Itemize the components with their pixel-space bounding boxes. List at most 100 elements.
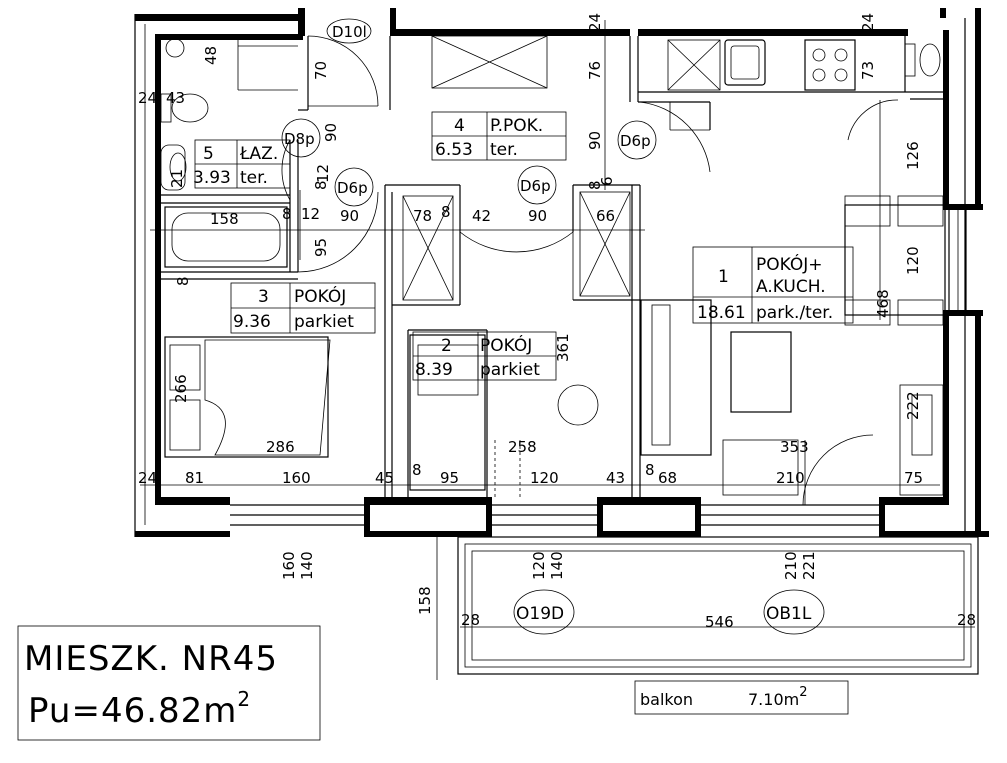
- dim-120-b: 120: [530, 469, 559, 487]
- room-3-name: POKÓJ: [294, 285, 346, 307]
- dim-90-b: 90: [586, 131, 604, 150]
- dim-8-f: 8: [412, 461, 422, 479]
- dim-78: 78: [413, 207, 432, 225]
- room-label-boxes: [17, 111, 854, 741]
- dim-42: 42: [472, 207, 491, 225]
- dim-28-a: 28: [461, 611, 480, 629]
- door-marker-d6p-2: [517, 165, 557, 205]
- door-label-d6p-3: D6p: [620, 132, 651, 150]
- dim-8-c: 8: [282, 205, 292, 223]
- balcony: [457, 536, 979, 675]
- room-1-name: POKÓJ+: [756, 253, 823, 275]
- dim-160-b: 160: [280, 551, 298, 580]
- dim-66: 66: [596, 207, 615, 225]
- partitions: [134, 14, 967, 537]
- dim-120-c: 120: [530, 551, 548, 580]
- dim-361: 361: [554, 333, 572, 362]
- balcony-area-value: 7.10m: [748, 690, 799, 709]
- dim-222: 222: [904, 391, 922, 420]
- door-label-d6p-1: D6p: [337, 179, 368, 197]
- dim-210-a: 210: [776, 469, 805, 487]
- dim-286: 286: [266, 438, 295, 456]
- dim-90-d: 90: [528, 207, 547, 225]
- balcony-area: 7.10m2: [748, 685, 808, 709]
- dim-81: 81: [185, 469, 204, 487]
- dim-12-a: 12: [314, 164, 332, 183]
- door-swings: [281, 35, 899, 506]
- title-block: MIESZK. NR45 Pu=46.82m2 balkon 7.10m2: [24, 639, 808, 731]
- apartment-area-value: Pu=46.82m: [28, 691, 237, 731]
- room-2-name: POKÓJ: [480, 334, 532, 356]
- room-1-number: 1: [718, 267, 729, 287]
- dim-95-a: 95: [312, 238, 330, 257]
- door-marker-d6p-1: [334, 167, 374, 207]
- room-2-area: 8.39: [415, 360, 453, 380]
- room-texts: 4 P.POK. 6.53 ter. 5 ŁAZ. 3.93 ter. 3 PO…: [193, 116, 833, 380]
- dim-546: 546: [705, 613, 734, 631]
- room-5-number: 5: [203, 144, 214, 164]
- dim-258: 258: [508, 438, 537, 456]
- dim-21: 21: [168, 169, 186, 188]
- room-2-floor: parkiet: [480, 360, 540, 380]
- room-5-name: ŁAZ.: [239, 144, 278, 164]
- dim-43-b: 43: [606, 469, 625, 487]
- door-label-d10l: D10l: [332, 23, 367, 41]
- dim-120-a: 120: [904, 246, 922, 275]
- room-4-name: P.POK.: [490, 116, 543, 136]
- balcony-label: balkon: [640, 690, 693, 709]
- dim-6: 6: [598, 176, 616, 186]
- room-4-floor: ter.: [490, 140, 518, 160]
- room-2-number: 2: [441, 336, 452, 356]
- dim-8-e: 8: [174, 276, 192, 286]
- dim-158-a: 158: [210, 210, 239, 228]
- dim-24-top-mid: 24: [586, 13, 604, 32]
- dim-90-a: 90: [322, 123, 340, 142]
- door-markers: [281, 18, 825, 635]
- apartment-area-sup: 2: [237, 687, 251, 711]
- door-labels: D10l D8p D6p D6p D6p O19D OB1L: [284, 23, 812, 624]
- dim-160-a: 160: [282, 469, 311, 487]
- door-marker-d6p-3: [617, 120, 657, 160]
- window-label-ob1l: OB1L: [766, 604, 812, 624]
- room-4-number: 4: [454, 116, 465, 136]
- window-label-o19d: O19D: [516, 604, 564, 624]
- dim-126: 126: [904, 141, 922, 170]
- dim-12-b: 12: [301, 205, 320, 223]
- window-marker-ob1l: [763, 589, 825, 635]
- dim-140-b: 140: [548, 551, 566, 580]
- dim-266: 266: [172, 374, 190, 403]
- dim-76: 76: [586, 61, 604, 80]
- dim-70: 70: [312, 61, 330, 80]
- dim-8-g: 8: [645, 461, 655, 479]
- dim-43: 43: [166, 89, 185, 107]
- dim-140-a: 140: [298, 551, 316, 580]
- dim-45: 45: [375, 469, 394, 487]
- dim-48: 48: [202, 46, 220, 65]
- balcony-area-sup: 2: [799, 685, 807, 700]
- apartment-area: Pu=46.82m2: [28, 687, 251, 731]
- dim-468: 468: [874, 289, 892, 318]
- apartment-title: MIESZK. NR45: [24, 639, 278, 679]
- room-3-area: 9.36: [233, 312, 271, 332]
- walls: [135, 8, 989, 537]
- dimension-lines: [140, 20, 975, 680]
- dim-28-b: 28: [957, 611, 976, 629]
- fixtures: [160, 35, 946, 496]
- dim-8-a: 8: [312, 180, 330, 190]
- room-1-floor: park./ter.: [756, 303, 833, 323]
- room-1-name2: A.KUCH.: [756, 277, 826, 297]
- room-4-area: 6.53: [435, 140, 473, 160]
- room-5-floor: ter.: [240, 168, 268, 188]
- dim-353: 353: [780, 438, 809, 456]
- room-3-floor: parkiet: [294, 312, 354, 332]
- dim-210-b: 210: [782, 551, 800, 580]
- dim-24-top-right: 24: [859, 13, 877, 32]
- door-label-d6p-2: D6p: [520, 177, 551, 195]
- dim-8-b: 8: [586, 180, 604, 190]
- dim-221: 221: [800, 551, 818, 580]
- dim-95-b: 95: [440, 469, 459, 487]
- dim-158-b: 158: [416, 586, 434, 615]
- room-3-number: 3: [258, 287, 269, 307]
- dim-90-c: 90: [340, 207, 359, 225]
